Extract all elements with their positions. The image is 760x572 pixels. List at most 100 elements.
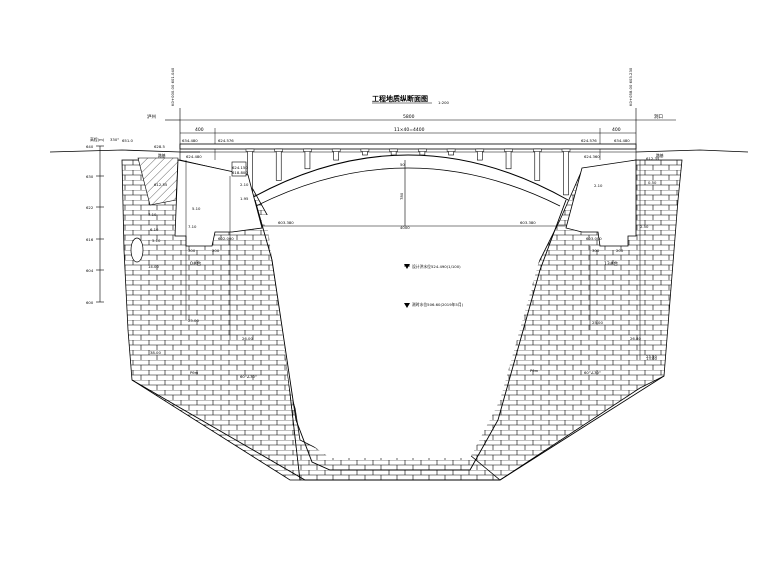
left-offset-6: 14.00: [148, 264, 159, 269]
right-abutment-label: 13#台: [604, 260, 618, 267]
right-foundation-elev: 603.000: [586, 236, 602, 241]
depth-label-3: 25.00: [592, 320, 603, 325]
dip-left: 60°∠30°: [240, 374, 257, 379]
depth-label-5: 23.50: [646, 354, 657, 359]
depth-label-2: 38.00: [150, 350, 161, 355]
springing-left-elev: 603.380: [278, 220, 294, 225]
total-length-dim: 5800: [403, 114, 415, 120]
left-station-label: K0+000.00 601.040: [170, 67, 175, 106]
right-offset-1: 0.50: [648, 180, 657, 185]
right-end-dim: 400: [612, 127, 621, 133]
left-abutment: 624.150 618.800 602.000 300 200 0#台: [174, 159, 263, 340]
left-mid-elev: 612.55: [154, 182, 168, 187]
springing-right-elev: 603.380: [520, 220, 536, 225]
drawing-title: 工程地质纵断面图: [372, 94, 428, 103]
left-offset-5: 1.95: [240, 196, 249, 201]
right-side-elev: 624.360: [584, 154, 600, 159]
left-offset-2: 6.10: [150, 227, 159, 232]
depth-label-0: 25.00: [188, 318, 199, 323]
measured-water-level-text: 测时水位506.60(2019年5月): [412, 302, 464, 307]
left-foundation-w2: 200: [212, 248, 220, 253]
column-cap: [561, 148, 571, 152]
axis-tick-2: 622: [86, 205, 94, 210]
left-deck-elev: 634.480: [182, 138, 198, 143]
left-elev-small-2: 628.5: [154, 144, 165, 149]
right-bank-label: 洞口: [654, 113, 663, 120]
arch-rib: 780 50 4000 603.380 603.380: [232, 154, 592, 230]
canyon-void: [258, 215, 560, 458]
elevation-scale: 640 630 622 616 604 600 高程(m) 330°: [86, 137, 119, 305]
rock-type-right: Pθm: [530, 368, 539, 373]
left-deck-elev-2: 624.576: [218, 138, 234, 143]
elevation-header: 高程(m): [90, 137, 105, 142]
spandrel-column: [534, 148, 541, 181]
left-offset-labels: 7.10 5.10 6.10 7.10 2.10 1.95 14.00 5.10…: [122, 138, 249, 269]
design-water-level: 设计洪水位524.490(1/100): [404, 264, 461, 269]
left-foundation-w1: 300: [188, 248, 196, 253]
column-cap: [446, 148, 456, 152]
right-deck-elev: 634.480: [614, 138, 630, 143]
measured-water-level: 测时水位506.60(2019年5月): [404, 302, 464, 308]
axis-tick-4: 604: [86, 268, 94, 273]
spandrel-column: [563, 148, 569, 196]
right-offset-3: 13.00: [646, 356, 657, 361]
left-end-dim: 400: [195, 127, 204, 133]
right-deck-elev-2: 624.576: [581, 138, 597, 143]
column-cap: [389, 148, 398, 152]
arch-crown-dim: 50: [400, 162, 405, 167]
column-cap: [504, 148, 513, 152]
right-foundation-w1: 300: [592, 248, 600, 253]
depth-labels: 25.00 26.00 38.00 25.00 26.80 23.50: [150, 318, 657, 359]
design-water-level-text: 设计洪水位524.490(1/100): [412, 264, 461, 269]
column-cap: [331, 148, 341, 152]
drawing-scale: 1:200: [438, 100, 450, 105]
right-foundation-w2: 200: [616, 248, 624, 253]
depth-label-1: 26.00: [242, 336, 253, 341]
spandrel-column: [505, 148, 512, 170]
left-side-elev: 624.480: [186, 154, 202, 159]
column-cap: [533, 148, 542, 152]
left-fill-soil: [137, 157, 179, 206]
right-abutment: 603.000 300 200 13#台: [565, 159, 641, 360]
left-offset-0: 7.10: [148, 212, 157, 217]
right-roadbed-label: 路基: [656, 153, 664, 158]
axis-tick-1: 630: [86, 174, 94, 179]
right-mid-elev: 612.35: [646, 156, 660, 161]
column-cap: [418, 148, 427, 152]
angle-label: 330°: [110, 137, 119, 142]
left-pier-elev: 624.150: [232, 165, 248, 170]
left-pier-elev-2: 618.800: [232, 170, 248, 175]
depth-label-4: 26.80: [630, 336, 641, 341]
axis-tick-0: 640: [86, 144, 94, 149]
left-offset-1: 5.10: [192, 206, 201, 211]
column-cap: [274, 148, 283, 152]
canyon-profile: [254, 199, 567, 471]
canyon-outer-profile: [131, 375, 665, 481]
right-offset-0: 2.10: [594, 183, 603, 188]
column-cap: [360, 148, 370, 152]
left-offset-7: 5.10: [152, 238, 161, 243]
column-cap: [303, 148, 312, 152]
arch-span-dim: 4000: [400, 225, 410, 230]
left-offset-3: 7.10: [188, 224, 197, 229]
right-offset-labels: 2.10 0.50 2.50 13.00 612.35: [594, 156, 660, 361]
left-roadbed-label: 路基: [158, 153, 166, 158]
column-cap: [245, 148, 255, 152]
left-abutment-label: 0#台: [190, 260, 202, 267]
top-dimensions: 5800 400 400 11×40=4400 泸州 洞口 K0+000.00 …: [147, 67, 676, 160]
karst-cavity: [130, 237, 144, 263]
left-bank-label: 泸州: [147, 113, 156, 120]
left-offset-4: 2.10: [240, 182, 249, 187]
left-elev-small: 651.0: [122, 138, 133, 143]
rock-type-left: Pθm: [190, 370, 199, 375]
spandrel-columns: [245, 148, 571, 196]
span-arrangement-dim: 11×40=4400: [394, 127, 425, 133]
bridge-deck: 634.480 634.480 624.576 624.576 624.480 …: [158, 138, 664, 159]
left-foundation-elev: 602.000: [218, 236, 234, 241]
right-offset-2: 2.50: [640, 224, 649, 229]
right-station-label: K0+058.00 603.230: [628, 67, 633, 106]
axis-tick-5: 600: [86, 300, 94, 305]
column-cap: [475, 148, 485, 152]
dip-right: 60°∠30°: [584, 370, 601, 375]
